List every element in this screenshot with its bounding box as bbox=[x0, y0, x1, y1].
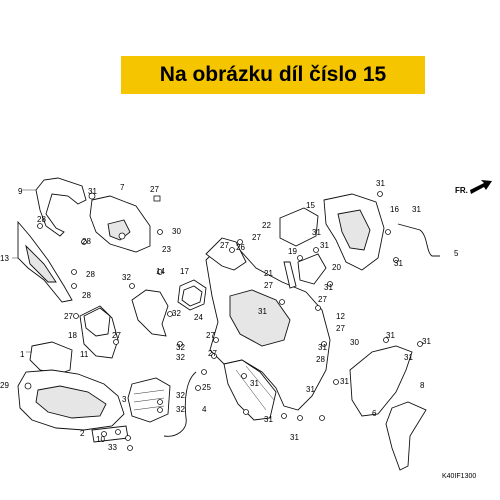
callout-label: 28 bbox=[86, 270, 95, 279]
fasteners bbox=[24, 191, 423, 451]
part-13-side-panel bbox=[12, 220, 73, 303]
callout-label: 7 bbox=[120, 183, 125, 192]
callout-label: 23 bbox=[162, 245, 171, 254]
callout-label: 5 bbox=[454, 249, 459, 258]
callout-label: 27 bbox=[252, 233, 261, 242]
callout-label: 28 bbox=[82, 291, 91, 300]
callout-label: 19 bbox=[288, 247, 297, 256]
callout-label: 8 bbox=[420, 381, 425, 390]
callout-label: 28 bbox=[82, 237, 91, 246]
part-9-upper-cover bbox=[22, 177, 87, 237]
callout-label: 27 bbox=[264, 281, 273, 290]
part-2-lower-stay bbox=[91, 425, 129, 443]
part-7-bracket bbox=[89, 195, 151, 253]
callout-label: 16 bbox=[390, 205, 399, 214]
callout-label: 27 bbox=[208, 349, 217, 358]
part-30-right-bracket bbox=[349, 345, 413, 417]
callout-labels: 9 31 7 27 28 13 28 30 28 28 23 14 17 32 … bbox=[0, 179, 459, 452]
callout-label: 32 bbox=[172, 309, 181, 318]
callout-label: 27 bbox=[64, 312, 73, 321]
callout-label: 32 bbox=[122, 273, 131, 282]
part-18-small-lid bbox=[83, 307, 111, 337]
callout-label: 4 bbox=[202, 405, 207, 414]
part-8-bottom-fin bbox=[385, 401, 427, 471]
callout-label: 10 bbox=[96, 435, 105, 444]
callout-label: 31 bbox=[386, 331, 395, 340]
callout-label: 31 bbox=[312, 228, 321, 237]
callout-label: 31 bbox=[318, 343, 327, 352]
callout-label: 1 bbox=[20, 350, 25, 359]
callout-label: 24 bbox=[194, 313, 203, 322]
callout-label: 32 bbox=[176, 391, 185, 400]
callout-label: 30 bbox=[172, 227, 181, 236]
callout-label: 31 bbox=[290, 433, 299, 442]
part-4-cable bbox=[163, 371, 197, 437]
part-number-banner: Na obrázku díl číslo 15 bbox=[121, 56, 425, 94]
part-24-ring-trim bbox=[177, 279, 207, 311]
diagram-code: K40IF1300 bbox=[442, 473, 476, 480]
callout-label: 31 bbox=[376, 179, 385, 188]
callout-label: 25 bbox=[202, 383, 211, 392]
callout-label: 3 bbox=[122, 395, 127, 404]
callout-label: 13 bbox=[0, 254, 9, 263]
front-direction-arrow: FR. bbox=[455, 180, 492, 195]
part-14-bracket bbox=[131, 289, 169, 337]
callout-label: 11 bbox=[80, 350, 89, 359]
callout-label: 18 bbox=[68, 331, 77, 340]
callout-label: 31 bbox=[258, 307, 267, 316]
callout-label: 30 bbox=[350, 338, 359, 347]
callout-label: 9 bbox=[18, 187, 23, 196]
callout-label: 31 bbox=[324, 283, 333, 292]
callout-label: 6 bbox=[372, 409, 377, 418]
callout-label: 27 bbox=[206, 331, 215, 340]
part-15-right-panel bbox=[323, 193, 385, 271]
callout-label: 32 bbox=[176, 405, 185, 414]
callout-label: 27 bbox=[318, 295, 327, 304]
callout-label: 26 bbox=[236, 243, 245, 252]
center-main-body bbox=[205, 245, 331, 421]
lower-front-cover bbox=[17, 369, 125, 431]
part-20-clip-panel bbox=[283, 253, 327, 289]
part-3-storage-box bbox=[127, 377, 171, 423]
callout-label: 31 bbox=[404, 353, 413, 362]
callout-label: 27 bbox=[336, 324, 345, 333]
callout-label: 14 bbox=[156, 267, 165, 276]
callout-label: 17 bbox=[180, 267, 189, 276]
part-5-cable bbox=[397, 223, 440, 257]
callout-label: 12 bbox=[336, 312, 345, 321]
callout-label: 33 bbox=[108, 443, 117, 452]
callout-label: 31 bbox=[394, 259, 403, 268]
callout-label: 20 bbox=[332, 263, 341, 272]
callout-label: 22 bbox=[262, 221, 271, 230]
callout-label: 32 bbox=[176, 343, 185, 352]
callout-label: 31 bbox=[306, 385, 315, 394]
callout-label: 31 bbox=[340, 377, 349, 386]
callout-label: 31 bbox=[250, 379, 259, 388]
callout-label: 28 bbox=[316, 355, 325, 364]
front-direction-label: FR. bbox=[455, 186, 468, 195]
callout-label: 21 bbox=[264, 269, 273, 278]
callout-label: 31 bbox=[320, 241, 329, 250]
callout-label: 27 bbox=[112, 331, 121, 340]
part-1-front-panel bbox=[26, 341, 73, 375]
callout-label: 31 bbox=[88, 187, 97, 196]
callout-label: 31 bbox=[264, 415, 273, 424]
callout-label: 27 bbox=[150, 185, 159, 194]
part-17-frame-top bbox=[205, 237, 247, 271]
callout-label: 31 bbox=[412, 205, 421, 214]
callout-label: 31 bbox=[422, 337, 431, 346]
part-22-upper-box bbox=[279, 207, 319, 247]
callout-label: 32 bbox=[176, 353, 185, 362]
callout-label: 15 bbox=[306, 201, 315, 210]
callout-label: 29 bbox=[0, 381, 9, 390]
callout-label: 2 bbox=[80, 429, 85, 438]
callout-label: 28 bbox=[37, 215, 46, 224]
callout-label: 27 bbox=[220, 241, 229, 250]
